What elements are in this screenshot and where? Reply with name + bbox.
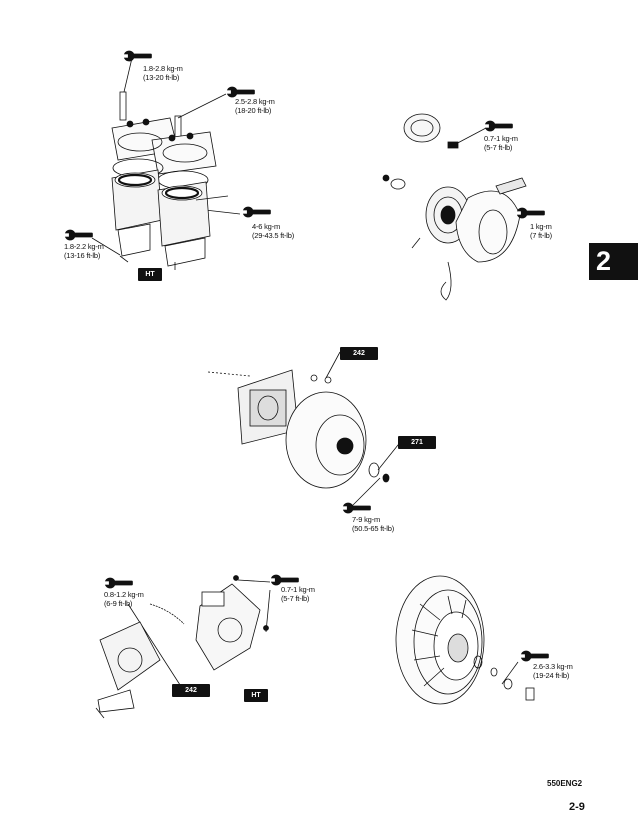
torque-imperial: (5-7 ft-lb) [484, 143, 513, 152]
torque-label-pump-cover: 0.8-1.2 kg-m (6-9 ft-lb) [104, 590, 144, 608]
wrench-icon [340, 502, 373, 514]
wrench-icon [514, 207, 547, 219]
torque-metric: 0.7-1 kg-m [281, 585, 315, 594]
torque-metric: 1.8-2.8 kg-m [143, 64, 183, 73]
page-number: 2-9 [569, 801, 585, 813]
torque-metric: 1.8-2.2 kg-m [64, 242, 104, 251]
torque-label-magneto-nut: 7-9 kg-m (50.5-65 ft-lb) [352, 515, 394, 533]
cylinder-assembly-drawing [91, 57, 241, 270]
torque-label-pump-housing: 0.7-1 kg-m (5-7 ft-lb) [281, 585, 315, 603]
torque-imperial: (29-43.5 ft-lb) [252, 231, 295, 240]
wrench-icon [121, 50, 154, 62]
torque-metric: 2.6-3.3 kg-m [533, 662, 573, 671]
ht-grease-tag: HT [138, 268, 162, 281]
torque-metric: 7-9 kg-m [352, 515, 380, 524]
torque-imperial: (6-9 ft-lb) [104, 599, 133, 608]
torque-imperial: (13-16 ft-lb) [64, 251, 101, 260]
torque-label-spark-plug: 2.5-2.8 kg-m (18-20 ft-lb) [235, 97, 275, 115]
torque-metric: 0.8-1.2 kg-m [104, 590, 144, 599]
torque-label-cylinder-head: 1.8-2.8 kg-m (13-20 ft-lb) [143, 64, 183, 82]
loctite-tag: 271 [398, 436, 436, 449]
drive-pulley-drawing [395, 575, 535, 705]
loctite-tag: 242 [172, 684, 210, 697]
torque-imperial: (18-20 ft-lb) [235, 106, 272, 115]
torque-imperial: (19-24 ft-lb) [533, 671, 570, 680]
document-code: 550ENG2 [547, 779, 583, 788]
magneto-drawing [207, 351, 403, 507]
ht-grease-tag: HT [244, 689, 268, 702]
torque-label-starter-housing: 1 kg-m (7 ft-lb) [530, 222, 552, 240]
torque-metric: 2.5-2.8 kg-m [235, 97, 275, 106]
chapter-tab: 2 [589, 243, 638, 280]
wrench-icon [240, 206, 273, 218]
torque-imperial: (50.5-65 ft-lb) [352, 524, 395, 533]
torque-imperial: (7 ft-lb) [530, 231, 552, 240]
torque-imperial: (5-7 ft-lb) [281, 594, 310, 603]
torque-label-starter-bolt: 0.7-1 kg-m (5-7 ft-lb) [484, 134, 518, 152]
torque-imperial: (13-20 ft-lb) [143, 73, 180, 82]
torque-label-drive-pulley: 2.6-3.3 kg-m (19-24 ft-lb) [533, 662, 573, 680]
torque-metric: 4-6 kg-m [252, 222, 280, 231]
torque-metric: 1 kg-m [530, 222, 552, 231]
wrench-icon [482, 120, 515, 132]
torque-label-cylinder-base: 4-6 kg-m (29-43.5 ft-lb) [252, 222, 294, 240]
torque-label-exhaust-stud: 1.8-2.2 kg-m (13-16 ft-lb) [64, 242, 104, 260]
wrench-icon [518, 650, 551, 662]
torque-metric: 0.7-1 kg-m [484, 134, 518, 143]
wrench-icon [102, 577, 135, 589]
wrench-icon [62, 229, 95, 241]
loctite-tag: 242 [340, 347, 378, 360]
